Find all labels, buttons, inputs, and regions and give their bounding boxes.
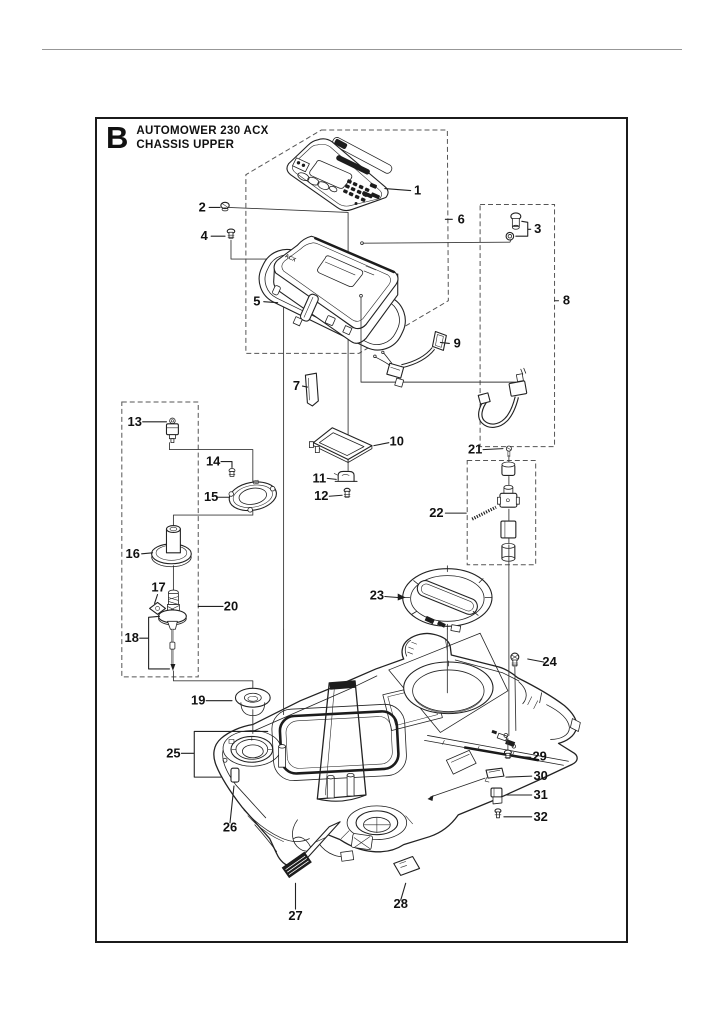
group-box-20 <box>121 401 199 678</box>
title-block: B AUTOMOWER 230 ACX CHASSIS UPPER <box>106 120 269 155</box>
callout-layer: 1234567891011121314151617181920212223242… <box>125 183 570 924</box>
part-11-clip <box>333 470 358 482</box>
part-callout-18: 18 <box>125 630 139 645</box>
part-callout-26: 26 <box>223 820 237 835</box>
part-callout-24: 24 <box>542 654 557 669</box>
part-14-screw <box>228 468 236 477</box>
part-callout-29: 29 <box>532 748 546 763</box>
part-32-screw <box>494 808 502 819</box>
part-callout-10: 10 <box>390 434 404 449</box>
part-callout-14: 14 <box>206 453 221 468</box>
chassis-body <box>213 632 581 868</box>
part-31-clip <box>490 787 503 805</box>
group-box-8 <box>479 203 556 448</box>
part-13-sensor <box>165 417 179 444</box>
part-callout-13: 13 <box>128 414 142 429</box>
part-22-latch-stack <box>471 461 520 562</box>
part-callout-17: 17 <box>151 580 165 595</box>
part-callout-5: 5 <box>253 294 260 309</box>
exploded-diagram: ACX <box>121 129 581 924</box>
part-callout-4: 4 <box>201 228 209 243</box>
part-10-plate <box>308 427 373 463</box>
group-box-22 <box>466 460 537 566</box>
part-callout-11: 11 <box>312 470 326 485</box>
part-callout-19: 19 <box>191 693 205 708</box>
part-callout-27: 27 <box>288 908 302 923</box>
part-callout-9: 9 <box>454 335 461 350</box>
part-1-keypad-panel <box>286 137 393 212</box>
part-7-strip <box>304 372 319 407</box>
diagram-frame: B AUTOMOWER 230 ACX CHASSIS UPPER <box>95 117 628 943</box>
keypad-buttons <box>343 179 380 202</box>
part-callout-6: 6 <box>458 211 465 226</box>
part-callout-31: 31 <box>533 787 547 802</box>
part-17-wingnut <box>149 601 167 615</box>
callout-leaders <box>139 188 560 910</box>
part-callout-15: 15 <box>204 489 218 504</box>
construction-lines-upper <box>169 206 510 691</box>
part-callout-16: 16 <box>126 546 140 561</box>
part-5-cover: ACX <box>258 235 406 351</box>
group-box-6 <box>245 129 449 354</box>
page-top-rule <box>42 49 682 50</box>
part-8-cable <box>477 367 528 428</box>
part-callout-12: 12 <box>314 488 328 503</box>
part-callout-8: 8 <box>563 293 570 308</box>
part-30-strip <box>427 767 505 801</box>
section-letter: B <box>106 120 129 155</box>
part-callout-25: 25 <box>166 745 180 760</box>
page-subtitle: CHASSIS UPPER <box>136 138 235 151</box>
part-callout-2: 2 <box>199 199 206 214</box>
part-21-screw <box>505 445 512 457</box>
page-title: AUTOMOWER 230 ACX <box>136 125 269 137</box>
part-15-seal-ring <box>228 479 277 513</box>
part-callout-7: 7 <box>293 378 300 393</box>
part-callout-30: 30 <box>533 768 547 783</box>
part-3-button <box>505 212 522 241</box>
chassis-posts <box>278 744 355 799</box>
part-callout-22: 22 <box>429 505 443 520</box>
construction-lines-lower <box>252 544 517 752</box>
part-29-screw <box>503 749 512 759</box>
part-9-bracket <box>373 330 447 388</box>
part-callout-1: 1 <box>414 183 421 198</box>
part-28-label-plate <box>393 855 421 876</box>
part-2-screw <box>220 201 230 212</box>
part-24-screw <box>510 652 520 667</box>
part-callout-32: 32 <box>533 809 547 824</box>
part-26-pad <box>230 767 240 783</box>
part-callout-3: 3 <box>534 221 541 236</box>
part-callout-21: 21 <box>468 442 482 457</box>
cover-model-label: ACX <box>284 253 297 263</box>
part-callout-20: 20 <box>224 598 238 613</box>
part-callout-28: 28 <box>394 896 408 911</box>
part-23-cap <box>402 565 493 633</box>
part-18-spindle <box>157 589 187 671</box>
part-4-screw <box>226 228 236 239</box>
part-27-ribbon-cable <box>281 821 341 879</box>
part-12-screw <box>343 487 351 498</box>
part-16-bushing <box>151 524 192 568</box>
part-callout-23: 23 <box>370 587 384 602</box>
